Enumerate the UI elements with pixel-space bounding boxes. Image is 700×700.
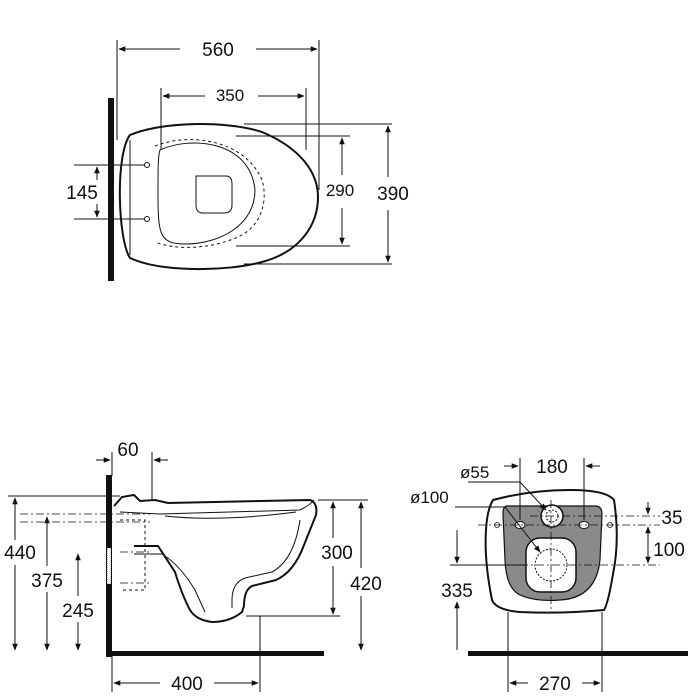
dim-300: 300 [321, 543, 353, 564]
bowl-inner-dashed [154, 139, 265, 248]
side-view: 60 440 375 245 300 420 400 [4, 440, 382, 695]
fixing-hole-lower [144, 216, 150, 222]
wall-top-view [108, 98, 114, 281]
dim-145: 145 [66, 183, 98, 204]
hidden-bracket-side [120, 519, 146, 591]
rim-inner-side [164, 511, 297, 519]
fixing-bolts-side [106, 547, 112, 585]
bowl-profile-side [113, 493, 318, 624]
fixing-hole-upper [144, 162, 150, 168]
dim-440: 440 [4, 543, 36, 564]
dim-335: 335 [441, 581, 473, 602]
rear-view: ø55 ø100 180 35 100 335 270 [410, 457, 688, 695]
outlet-opening-top [195, 175, 233, 214]
dim-290: 290 [326, 181, 354, 200]
top-view: 560 350 145 290 390 [66, 40, 409, 281]
seat-line-side [119, 499, 315, 515]
bowl-outline-rear [484, 488, 618, 614]
dim-dia-100: ø100 [410, 488, 449, 507]
dim-35: 35 [661, 508, 682, 529]
dim-350: 350 [216, 86, 244, 105]
dim-dia-55: ø55 [460, 463, 489, 482]
trap-inner-side [231, 519, 301, 608]
dim-180: 180 [536, 457, 568, 478]
seat-outline-top [157, 142, 256, 245]
dim-60: 60 [117, 440, 138, 461]
dim-245: 245 [62, 601, 94, 622]
dim-560: 560 [202, 40, 234, 61]
dim-270: 270 [539, 674, 571, 695]
floor-side-view [106, 651, 324, 656]
dim-375: 375 [31, 571, 63, 592]
bowl-outline-top [118, 123, 320, 271]
floor-rear-view [468, 651, 688, 656]
dim-420: 420 [350, 574, 382, 595]
dim-390: 390 [377, 184, 409, 205]
waste-inner-side [134, 553, 206, 613]
dim-400: 400 [171, 674, 203, 695]
dim-100: 100 [653, 540, 685, 561]
